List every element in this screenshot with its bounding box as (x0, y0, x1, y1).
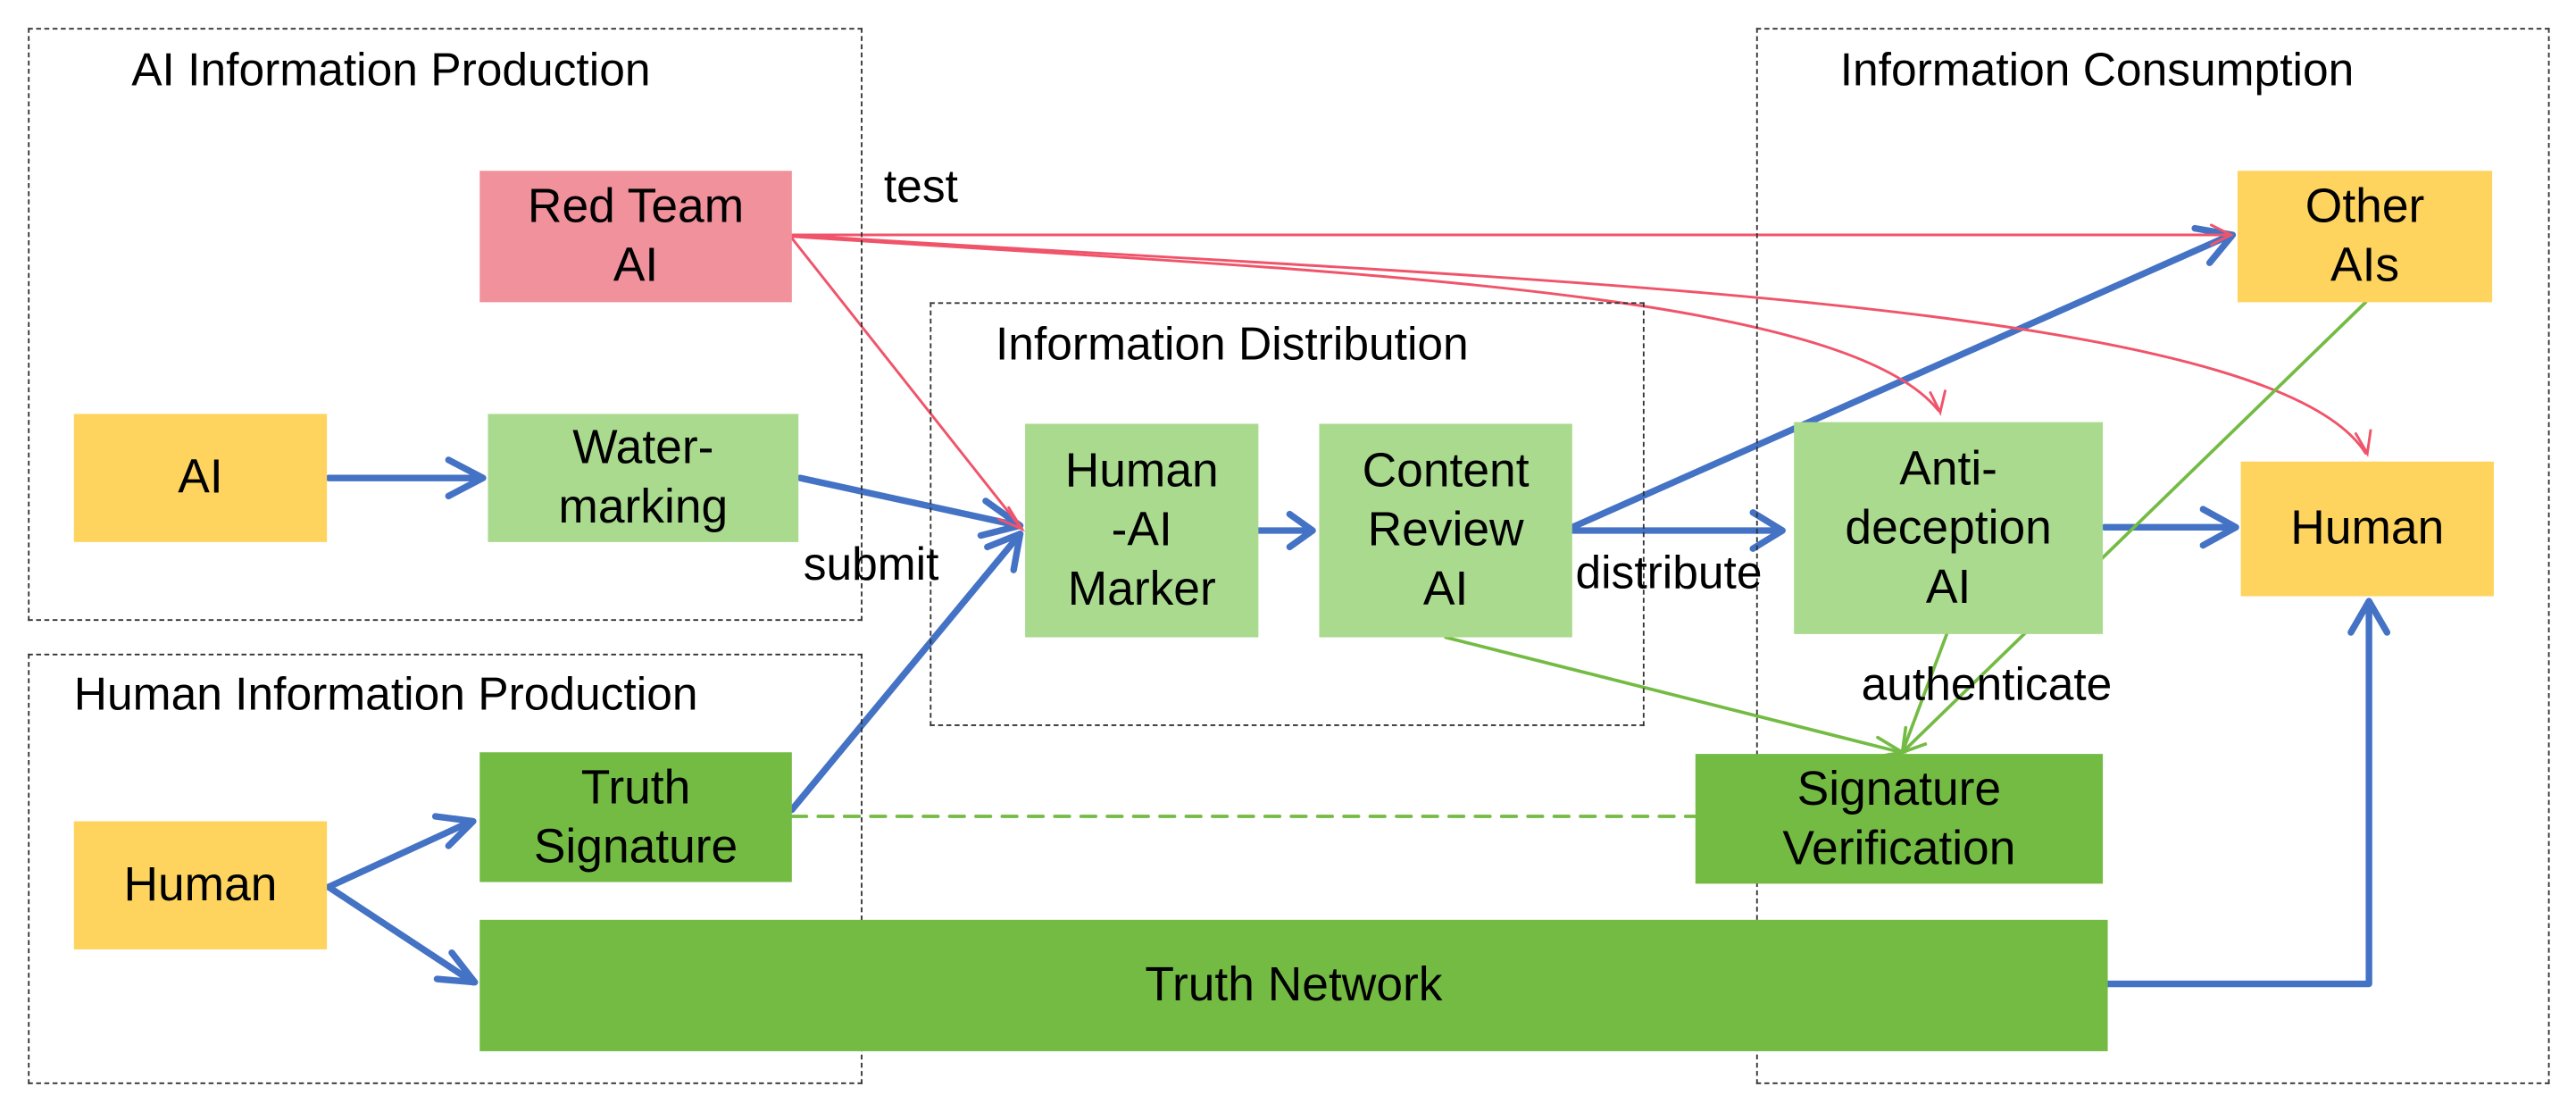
node-watermarking: Water- marking (488, 414, 799, 542)
arrow-content-review-to-anti-deception (1569, 509, 1786, 552)
arrow-other-ais-to-signature-verification (1900, 300, 2368, 756)
region-distribution (930, 302, 1645, 726)
node-human-source: Human (73, 821, 328, 949)
region-ai-production (28, 28, 863, 622)
region-consumption (1755, 28, 2550, 1084)
region-title-ai-production: AI Information Production (131, 44, 651, 96)
blue-arrows (325, 224, 2391, 988)
arrow-red-team-to-marker (790, 237, 1026, 532)
node-other-ais: Other AIs (2237, 171, 2493, 303)
arrow-truth-signature-to-marker (788, 530, 1024, 814)
edge-label-distribute: distribute (1575, 547, 1763, 598)
node-content-review-ai: Content Review AI (1319, 423, 1572, 638)
arrow-anti-deception-to-signature-verification (1900, 632, 1949, 755)
node-anti-deception-ai: Anti- deception AI (1794, 422, 2104, 634)
arrow-red-team-to-anti-deception (790, 235, 1947, 416)
region-title-human-production: Human Information Production (73, 668, 698, 720)
edge-label-authenticate: authenticate (1861, 658, 2113, 710)
node-truth-signature: Truth Signature (479, 752, 792, 882)
region-title-consumption: Information Consumption (1839, 44, 2355, 96)
arrow-anti-deception-to-human (2101, 506, 2239, 549)
green-arrows (789, 300, 2368, 818)
edge-label-submit: submit (803, 539, 939, 590)
arrow-human-to-truth-signature (325, 813, 477, 890)
region-human-production (28, 653, 863, 1084)
node-human-ai-marker: Human -AI Marker (1025, 423, 1259, 638)
region-title-distribution: Information Distribution (995, 318, 1469, 370)
node-ai: AI (73, 414, 328, 542)
arrow-truth-network-to-human (2104, 598, 2391, 988)
node-truth-network: Truth Network (479, 919, 2108, 1051)
node-red-team-ai: Red Team AI (479, 171, 792, 303)
edge-label-test: test (883, 161, 958, 213)
node-signature-verification: Signature Verification (1695, 754, 2104, 884)
node-human-consumer: Human (2240, 461, 2494, 597)
arrow-human-to-truth-network (325, 883, 479, 986)
arrow-red-team-to-other-ais (790, 223, 2234, 247)
arrow-marker-to-content-review (1255, 510, 1316, 551)
arrow-ai-to-watermarking (325, 456, 487, 500)
